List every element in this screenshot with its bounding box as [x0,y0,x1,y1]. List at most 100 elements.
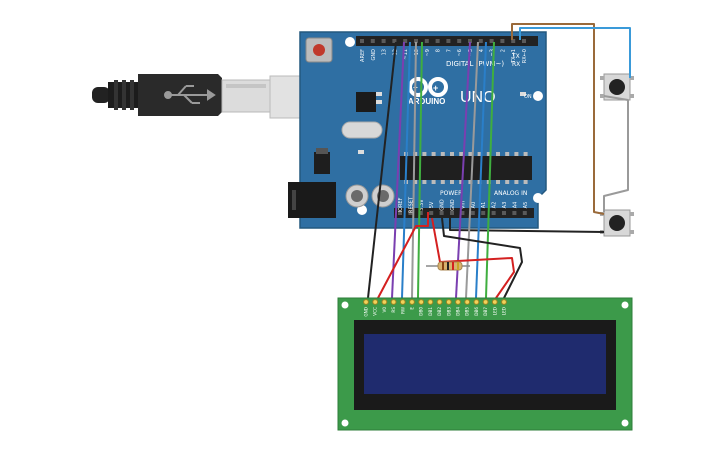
digital-pin-5[interactable] [414,39,418,43]
wire-red-5v[interactable] [377,212,429,299]
power-pin-12[interactable] [522,211,527,215]
lcd-pin-14[interactable] [491,299,498,305]
power-pin-label: A3 [502,202,508,209]
usb-cable[interactable] [92,74,311,119]
chip-leg [514,180,519,184]
lcd-pin-6[interactable] [418,299,425,305]
power-pin-9[interactable] [491,211,496,215]
wire-gray-button[interactable] [603,95,629,212]
wire-brown[interactable] [511,23,605,215]
digital-pin-4[interactable] [403,39,408,43]
resistor[interactable] [426,261,470,271]
button-cap[interactable] [609,215,625,231]
wire-green-2[interactable] [485,41,495,299]
power-pin-4[interactable] [439,211,444,215]
wire-gray-1[interactable] [411,41,417,299]
chip-leg [450,152,454,156]
digital-pin-13[interactable] [500,39,505,43]
lcd-pin-label: GND [364,307,369,317]
resistor-band [452,262,454,270]
push-button-top[interactable] [600,73,634,101]
digital-pin-7[interactable] [435,39,440,43]
lcd-pin-label: RW [400,307,405,314]
digital-pin-2[interactable] [381,39,386,43]
lcd-pin-1[interactable] [372,299,379,305]
lcd-pin-10[interactable] [455,299,461,305]
push-button-bottom[interactable] [600,209,634,237]
digital-pin-3[interactable] [392,39,397,43]
power-pin-label: A4 [512,202,518,209]
digital-pin-1[interactable] [370,39,375,43]
power-pin-3[interactable] [429,211,434,215]
lcd-pin-13[interactable] [482,299,489,305]
power-pin-0[interactable] [398,211,402,215]
chip-leg [468,152,473,156]
chip-leg [523,152,528,156]
chip-leg [413,180,418,184]
lcd-pin-15[interactable] [501,299,507,305]
power-pin-6[interactable] [460,211,465,215]
lcd-pin-0[interactable] [363,299,369,305]
wire-blue-1[interactable] [401,41,411,299]
button-body [603,73,631,101]
lcd-pin-11[interactable] [464,299,471,305]
digital-pin-0[interactable] [360,39,364,43]
lcd-pin-7[interactable] [427,299,434,305]
chip-leg [486,152,491,156]
wire-black-button-gnd[interactable] [449,218,605,233]
digital-pin-15[interactable] [522,39,526,43]
lcd-pin-3[interactable] [390,299,397,305]
mounting-hole [621,301,629,309]
lcd-pin-label: DB5 [465,307,470,316]
digital-pin-9[interactable] [457,39,462,43]
power-pin-5[interactable] [450,211,454,215]
power-pin-label: RESET [408,196,414,213]
chip-leg [422,152,427,156]
power-pin-label: GND [450,199,456,211]
wire-gray-2[interactable] [465,41,479,299]
mounting-hole [345,37,355,47]
digital-pin-10[interactable] [468,39,472,43]
digital-pin-label: TX→1 [511,49,517,64]
logo-plus: + [433,83,438,93]
power-pin-11[interactable] [512,211,517,215]
wire-purple-1[interactable] [391,41,405,299]
button-cap[interactable] [609,79,625,95]
digital-pin-11[interactable] [478,39,483,43]
wire-black-led[interactable] [441,217,523,299]
wire-lightblue[interactable] [519,27,631,78]
power-pin-10[interactable] [502,211,506,215]
power-pin-8[interactable] [481,211,486,215]
wire-blue-2[interactable] [475,41,487,299]
power-pin-7[interactable] [470,211,475,215]
digital-pin-6[interactable] [424,39,429,43]
power-pin-1[interactable] [408,211,413,215]
digital-pin-label: ~10 [414,49,420,60]
digital-pin-label: 2 [500,49,506,52]
lcd-pin-8[interactable] [436,299,443,305]
crystal-oscillator [341,121,383,139]
wire-purple-2[interactable] [455,41,471,299]
digital-pin-12[interactable] [489,39,494,43]
lcd-pin-12[interactable] [473,299,480,305]
lcd-pin-label: DB4 [456,307,461,316]
wire-red-led[interactable] [431,217,515,299]
lcd-pin-5[interactable] [409,299,415,305]
lcd-pin-2[interactable] [381,299,388,305]
digital-pin-label: GND [371,49,377,61]
digital-pin-8[interactable] [446,39,451,43]
lcd-pin-label: V0 [382,307,387,313]
lcd-pin-4[interactable] [399,299,406,305]
digital-pin-14[interactable] [511,39,516,43]
lcd-pin-label: LED [502,307,507,315]
wire-black-gnd[interactable] [367,41,397,299]
lcd-pin-9[interactable] [445,299,452,305]
digital-pin-label: ~11 [403,49,409,60]
power-pin-2[interactable] [418,211,423,215]
wire-green-1[interactable] [417,41,423,299]
lcd-screen [364,334,606,394]
reset-button-cap[interactable] [313,44,325,56]
lcd-pin-label: DB6 [474,307,479,316]
